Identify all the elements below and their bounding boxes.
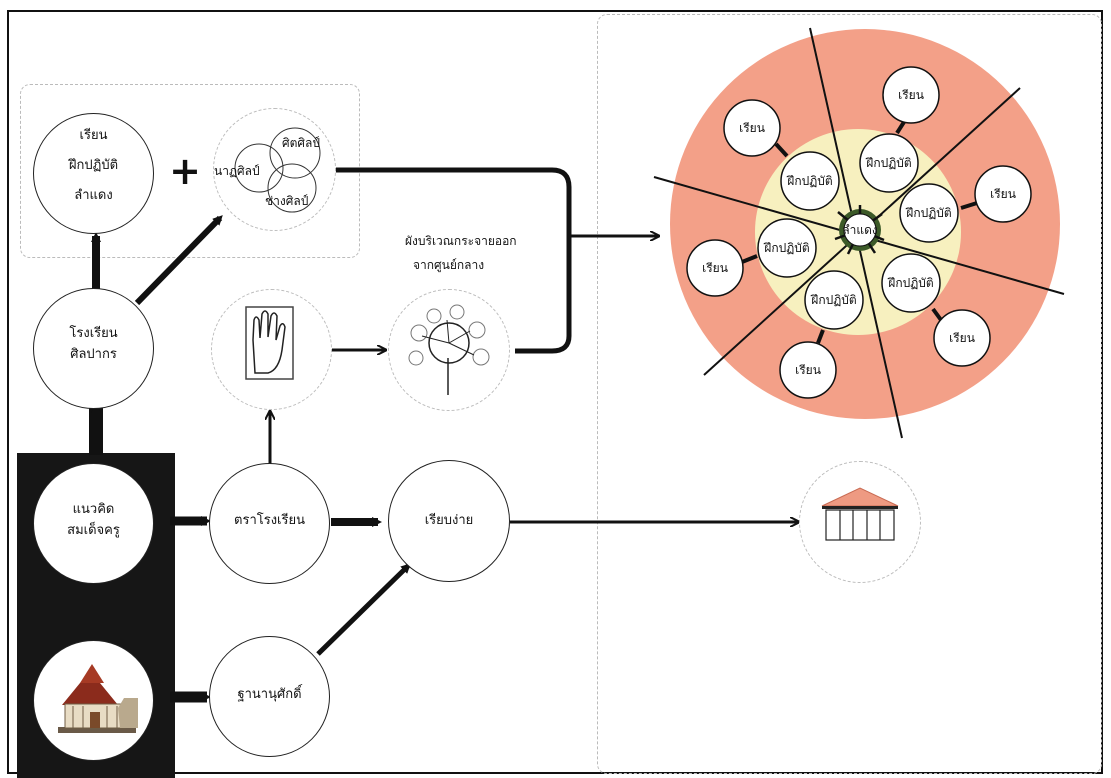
school-line-1: โรงเรียน [69,326,118,341]
practice-label-3: ฝึกปฏิบัติ [906,206,952,220]
layout-group-frame [597,14,1102,774]
concept-line-1: เรียน [79,128,108,143]
practice-label-5: ฝึกปฏิบัติ [888,276,934,290]
study-label-3: เรียน [990,187,1016,201]
practice-label-6: ฝึกปฏิบัติ [811,293,857,307]
diagram-frame [7,10,1103,774]
plus-sign: + [169,149,201,193]
teacher-circle [33,463,154,584]
status-label: ฐานานุศักดิ์ [237,687,302,702]
arrow-status-to-simple [316,563,411,656]
concept-line-2: ฝึกปฏิบัติ [68,158,119,173]
radial-caption-line-1: ผังบริเวณกระจายออก [405,234,517,248]
teacher-line-2: สมเด็จครู [67,523,120,538]
study-label-2: เรียน [739,121,765,135]
school-line-2: ศิลปากร [70,347,117,362]
simple-circle [388,460,510,582]
study-label-6: เรียน [795,363,821,377]
arrow-school-to-arts [134,215,223,306]
arts-label-b: นาฏศิลป์ [214,164,260,178]
concept-circle [33,113,154,234]
center-label: ลำแดง [842,223,878,237]
teacher-line-1: แนวคิด [72,502,115,517]
arts-circle [213,108,336,231]
arts-label-a: ศิตศิลป์ [282,136,320,150]
emblem-circle [209,463,330,584]
arrow-arts-merge [333,167,572,354]
practice-label-1: ฝึกปฏิบัติ [866,156,912,170]
emblem-label: ตราโรงเรียน [234,513,305,528]
radial-caption-line-2: จากศูนย์กลาง [413,258,485,272]
practice-label-2: ฝึกปฏิบัติ [787,174,833,188]
concept-line-3: ลำแดง [74,188,113,203]
status-circle [209,636,330,757]
practice-label-4: ฝึกปฏิบัติ [764,241,810,255]
school-circle [33,288,154,409]
study-label-4: เรียน [702,261,728,275]
arts-label-c: ช่างศิลป์ [265,194,309,208]
simple-label: เรียบง่าย [424,513,474,528]
study-label-5: เรียน [949,331,975,345]
study-label-1: เรียน [898,88,924,102]
building-circle [799,461,921,583]
radial-plan-circle [388,289,510,411]
